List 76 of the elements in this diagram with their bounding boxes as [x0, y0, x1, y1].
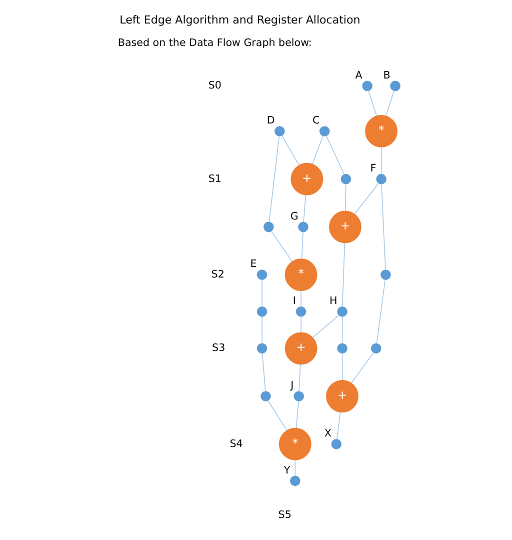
label: S2 [210, 268, 224, 281]
connector [380, 184, 386, 270]
connector [354, 182, 379, 214]
node-circle [380, 270, 390, 280]
connector [262, 353, 266, 392]
node-circle [330, 438, 342, 450]
node-circle [256, 270, 267, 280]
node-label: E [250, 258, 256, 270]
connector [300, 290, 301, 308]
label: S3 [212, 342, 225, 354]
node-circle [293, 391, 304, 402]
node-circle [298, 222, 308, 232]
connector [336, 412, 340, 440]
node-circle [260, 391, 270, 402]
connector [268, 136, 280, 222]
connector [326, 136, 344, 175]
node-circle: * [284, 258, 317, 291]
node-circle [256, 306, 267, 317]
node-circle [362, 80, 372, 92]
connector [376, 279, 386, 344]
node-label: H [329, 295, 337, 308]
connector [312, 136, 323, 164]
connector [261, 279, 262, 307]
node-circle [290, 476, 300, 486]
label: S1 [208, 172, 221, 185]
connector [312, 314, 339, 338]
node-circle [318, 126, 330, 136]
node-circle [390, 80, 400, 92]
connector [350, 352, 374, 384]
node-circle [370, 343, 381, 354]
node-label: D [266, 114, 274, 127]
node-circle: + [290, 162, 323, 196]
node-label: C [312, 114, 320, 127]
connector [267, 400, 287, 431]
node-circle [340, 174, 351, 184]
node-circle: + [328, 210, 361, 244]
node-circle [263, 222, 274, 232]
connector [298, 364, 300, 392]
connector [368, 90, 377, 116]
connector [300, 316, 301, 333]
node-label: X [324, 428, 331, 440]
node-label: G [290, 210, 298, 222]
connector [344, 184, 346, 212]
connector [385, 90, 394, 116]
connector [280, 135, 300, 166]
connector [380, 146, 382, 175]
label: S0 [208, 80, 221, 92]
label: S4 [229, 438, 242, 450]
connector [302, 194, 306, 222]
node-label: A [354, 69, 362, 82]
label: Based on the Data Flow Graph below: [117, 36, 312, 49]
node-circle: * [278, 428, 311, 460]
connector [295, 400, 298, 429]
node-circle [256, 343, 267, 354]
connector [300, 232, 303, 260]
connector [261, 316, 262, 344]
node-circle [336, 343, 347, 354]
node-circle [274, 126, 284, 136]
connector [341, 316, 342, 344]
node-circle: * [364, 115, 397, 148]
connector [270, 230, 292, 262]
connector [342, 242, 345, 308]
node-label: Y [283, 464, 290, 476]
node-label: B [382, 69, 390, 82]
node-circle: + [326, 380, 358, 412]
connector [341, 353, 342, 381]
node-label: F [370, 162, 376, 174]
diagram-title: Left Edge Algorithm and Register Allocation [119, 13, 360, 26]
node-label: J [290, 380, 294, 392]
node-circle: + [284, 332, 317, 365]
node-circle [376, 174, 386, 184]
label: S5 [278, 508, 291, 521]
node-circle [295, 306, 306, 317]
connector [294, 460, 296, 476]
node-circle [336, 306, 347, 317]
node-label: I [292, 295, 296, 308]
